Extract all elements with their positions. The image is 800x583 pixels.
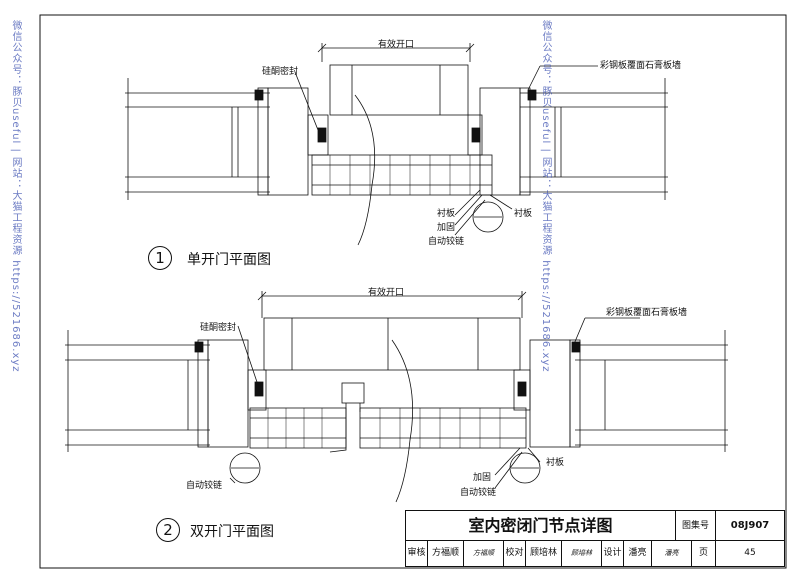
drawing-title: 室内密闭门节点详图	[406, 511, 676, 541]
auto-hinge-label-bottom-right: 自动铰链	[460, 488, 497, 498]
reinforcement-label-bottom: 加固	[473, 473, 492, 483]
double-door-plan	[65, 291, 728, 503]
reinforcement-label-top: 加固	[437, 223, 456, 233]
check-label: 校对	[504, 541, 526, 566]
auto-hinge-label-top: 自动铰链	[428, 237, 465, 247]
auto-hinge-label-bottom-left: 自动铰链	[186, 481, 223, 491]
caption-number-1: 1	[148, 246, 172, 270]
liner-label-top-left: 衬板	[437, 209, 456, 219]
review-label: 审核	[406, 541, 428, 566]
caption-number-2: 2	[156, 518, 180, 542]
effective-opening-label-top: 有效开口	[378, 40, 415, 50]
silicone-seal-label-top: 硅酮密封	[262, 67, 299, 77]
drawing-frame	[39, 14, 787, 569]
designer-name: 潘亮	[624, 541, 652, 566]
watermark-left: 微信公众号：豚贝useful | 网站：大猫工程资源 https://52168…	[10, 20, 21, 373]
atlas-number: 08J907	[716, 511, 784, 541]
designer-signature: 潘亮	[652, 541, 692, 566]
checker-name: 顾培林	[526, 541, 562, 566]
watermark-right: 微信公众号：豚贝useful | 网站：大猫工程资源 https://52168…	[540, 20, 551, 373]
reviewer-signature: 方福顺	[464, 541, 504, 566]
wall-type-label-bottom: 彩钢板覆面石膏板墙	[606, 308, 688, 318]
caption-single-door: 单开门平面图	[187, 252, 271, 268]
reviewer-name: 方福顺	[428, 541, 464, 566]
single-door-plan	[125, 43, 668, 246]
title-block: 室内密闭门节点详图 图集号 08J907 审核 方福顺 方福顺 校对 顾培林 顾…	[405, 510, 785, 567]
liner-label-top-right: 衬板	[514, 209, 533, 219]
checker-signature: 顾培林	[562, 541, 602, 566]
atlas-number-label: 图集号	[676, 511, 716, 541]
page-label: 页	[692, 541, 716, 566]
caption-double-door: 双开门平面图	[190, 524, 274, 540]
page-number: 45	[744, 548, 756, 558]
effective-opening-label-bottom: 有效开口	[368, 288, 405, 298]
wall-type-label-top: 彩钢板覆面石膏板墙	[600, 61, 682, 71]
design-label: 设计	[602, 541, 624, 566]
liner-label-bottom: 衬板	[546, 458, 565, 468]
silicone-seal-label-bottom: 硅酮密封	[200, 323, 237, 333]
